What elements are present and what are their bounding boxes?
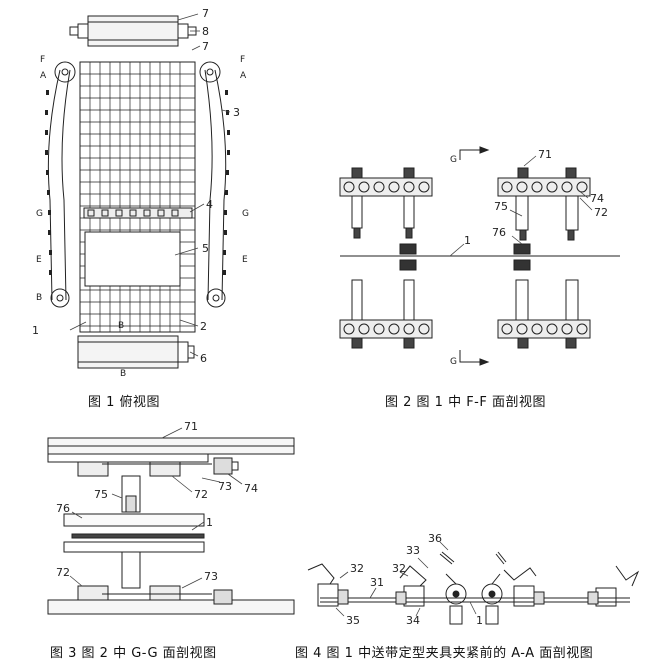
figure-2-caption: 图 2 图 1 中 F-F 面剖视图 bbox=[385, 395, 546, 410]
label-74: 74 bbox=[590, 192, 604, 205]
section-mark-b-mid: B bbox=[118, 321, 124, 331]
section-mark-b-bl: B bbox=[36, 293, 42, 303]
sprocket-top-left bbox=[55, 62, 75, 82]
figure-2-f-f-section: G G 71 74 72 75 76 1 bbox=[330, 140, 630, 367]
section-mark-f-right: F bbox=[240, 55, 245, 65]
label-72: 72 bbox=[594, 206, 608, 219]
mesh-frame bbox=[80, 62, 195, 332]
clamp-row bbox=[84, 208, 192, 218]
section-mark-a-left: A bbox=[40, 71, 47, 81]
sprocket-top-right bbox=[200, 62, 220, 82]
clamp-arm-left-outer bbox=[308, 564, 334, 584]
press-plate-76 bbox=[64, 514, 204, 526]
label-33: 33 bbox=[406, 544, 420, 557]
label-71: 71 bbox=[538, 148, 552, 161]
label-5: 5 bbox=[202, 242, 209, 255]
label-32-left: 32 bbox=[350, 562, 364, 575]
label-32-right: 32 bbox=[392, 562, 406, 575]
figure-4-a-a-section: 36 33 32 32 31 35 34 1 bbox=[300, 532, 650, 627]
top-roller bbox=[88, 16, 178, 46]
figure-1-top-view: 7 8 7 3 4 5 1 2 6 F A F A G G E E B B B bbox=[32, 7, 249, 379]
section-mark-g-top: G bbox=[450, 155, 457, 165]
right-chain bbox=[215, 70, 226, 300]
label-75: 75 bbox=[494, 200, 508, 213]
label-72-bottom: 72 bbox=[56, 566, 70, 579]
clamp-arm-right-inner bbox=[504, 568, 536, 580]
belt-segment bbox=[72, 534, 204, 538]
section-mark-e-left: E bbox=[36, 255, 42, 265]
label-2: 2 bbox=[200, 320, 207, 333]
label-71-fig3: 71 bbox=[184, 420, 198, 433]
section-arrow-bottom bbox=[460, 350, 480, 362]
shaft-75 bbox=[126, 496, 136, 512]
bottom-roller bbox=[78, 336, 178, 368]
left-chain bbox=[48, 70, 60, 300]
section-mark-g-right: G bbox=[242, 209, 249, 219]
label-1-fig4: 1 bbox=[476, 614, 483, 627]
section-mark-b-bottom: B bbox=[120, 369, 126, 379]
label-7-top: 7 bbox=[202, 7, 209, 20]
section-arrow-top bbox=[460, 150, 480, 160]
section-mark-a-right: A bbox=[240, 71, 247, 81]
sprocket-bottom-right bbox=[207, 289, 225, 307]
section-mark-e-right: E bbox=[242, 255, 248, 265]
clamp-arm-left-inner bbox=[400, 566, 426, 586]
section-mark-g-bottom: G bbox=[450, 357, 457, 367]
clamp-arm-right-outer bbox=[616, 566, 638, 586]
motor-74 bbox=[214, 458, 232, 474]
label-4: 4 bbox=[206, 198, 213, 211]
label-8: 8 bbox=[202, 25, 209, 38]
label-34: 34 bbox=[406, 614, 420, 627]
label-76: 76 bbox=[492, 226, 506, 239]
figure-3-caption: 图 3 图 2 中 G-G 面剖视图 bbox=[50, 646, 217, 661]
section-mark-g-left: G bbox=[36, 209, 43, 219]
label-3: 3 bbox=[233, 106, 240, 119]
mesh-grid bbox=[80, 62, 195, 332]
pneumatic-rod bbox=[440, 552, 506, 564]
shaping-plate bbox=[85, 232, 180, 286]
label-1: 1 bbox=[32, 324, 39, 337]
figure-1-caption: 图 1 俯视图 bbox=[88, 395, 161, 410]
label-1-fig3: 1 bbox=[206, 516, 213, 529]
label-7-second: 7 bbox=[202, 40, 209, 53]
label-73-top: 73 bbox=[218, 480, 232, 493]
label-36: 36 bbox=[428, 532, 442, 545]
label-1-fig2: 1 bbox=[464, 234, 471, 247]
bottom-plate bbox=[48, 600, 294, 614]
figure-4-caption: 图 4 图 1 中送带定型夹具夹紧前的 A-A 面剖视图 bbox=[295, 646, 594, 661]
label-31: 31 bbox=[370, 576, 384, 589]
figure-3-g-g-section: 71 73 74 75 72 76 1 72 73 bbox=[42, 420, 302, 618]
section-mark-f-left: F bbox=[40, 55, 45, 65]
label-35: 35 bbox=[346, 614, 360, 627]
label-6: 6 bbox=[200, 352, 207, 365]
label-72-top: 72 bbox=[194, 488, 208, 501]
sprocket-bottom-left bbox=[51, 289, 69, 307]
label-73-bottom: 73 bbox=[204, 570, 218, 583]
label-76-fig3: 76 bbox=[56, 502, 70, 515]
label-75-fig3: 75 bbox=[94, 488, 108, 501]
label-74-fig3: 74 bbox=[244, 482, 258, 495]
